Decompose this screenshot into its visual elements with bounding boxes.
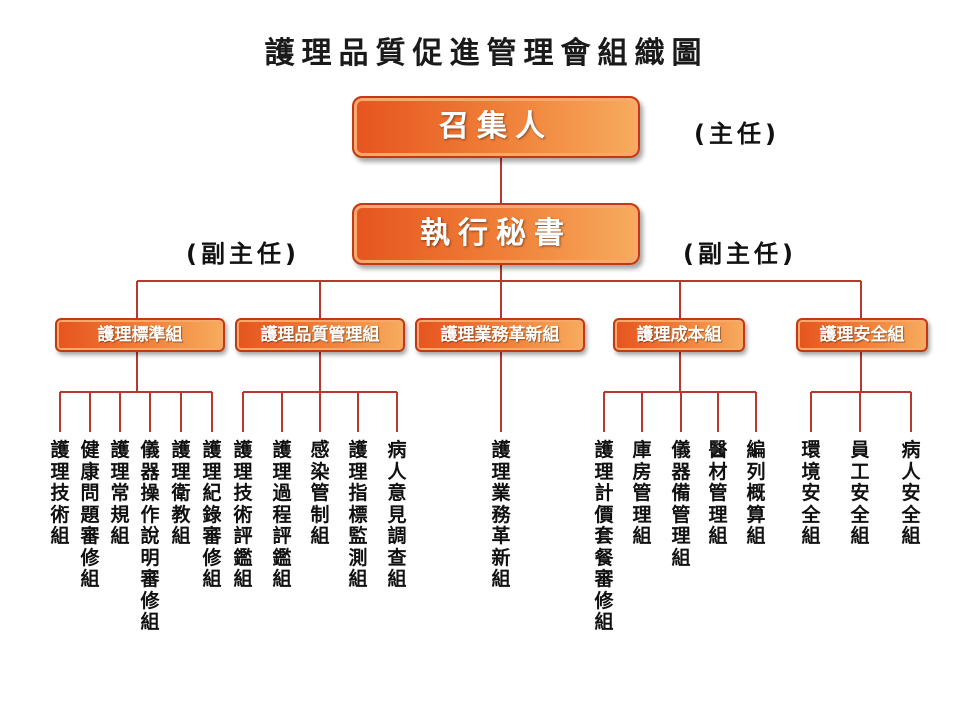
subgroup-3-3: 醫材管理組 <box>708 439 728 547</box>
subgroup-0-5: 護理紀錄審修組 <box>202 439 222 590</box>
subgroup-2-0: 護理業務革新組 <box>491 439 511 590</box>
secretary-role-right: (副主任) <box>683 240 797 268</box>
subgroup-0-0: 護理技術組 <box>50 439 70 547</box>
subgroup-1-0: 護理技術評鑑組 <box>233 439 253 590</box>
group-box-standards: 護理標準組 <box>55 318 225 352</box>
subgroup-0-2: 護理常規組 <box>110 439 130 547</box>
subgroup-0-4: 護理衛教組 <box>171 439 191 547</box>
subgroup-3-4: 編列概算組 <box>746 439 766 547</box>
subgroup-3-2: 儀器備管理組 <box>671 439 691 569</box>
subgroup-0-3: 儀器操作說明審修組 <box>140 439 160 633</box>
subgroup-3-0: 護理計價套餐審修組 <box>594 439 614 633</box>
subgroup-4-0: 環境安全組 <box>801 439 821 547</box>
subgroup-1-3: 護理指標監測組 <box>348 439 368 590</box>
subgroup-1-4: 病人意見調查組 <box>387 439 407 590</box>
subgroup-4-2: 病人安全組 <box>901 439 921 547</box>
subgroup-1-2: 感染管制組 <box>310 439 330 547</box>
group-box-safety: 護理安全組 <box>796 318 928 352</box>
secretary-role-left: (副主任) <box>186 240 300 268</box>
subgroup-4-1: 員工安全組 <box>850 439 870 547</box>
subgroup-0-1: 健康問題審修組 <box>80 439 100 590</box>
chart-title: 護理品質促進管理會組織圖 <box>264 36 709 71</box>
group-box-cost: 護理成本組 <box>613 318 745 352</box>
secretary-box: 執行秘書 <box>352 203 640 265</box>
convener-role: (主任) <box>694 120 780 148</box>
subgroup-1-1: 護理過程評鑑組 <box>272 439 292 590</box>
convener-box: 召集人 <box>352 96 640 158</box>
group-box-quality: 護理品質管理組 <box>235 318 405 352</box>
subgroup-3-1: 庫房管理組 <box>632 439 652 547</box>
group-box-innovation: 護理業務革新組 <box>415 318 585 352</box>
